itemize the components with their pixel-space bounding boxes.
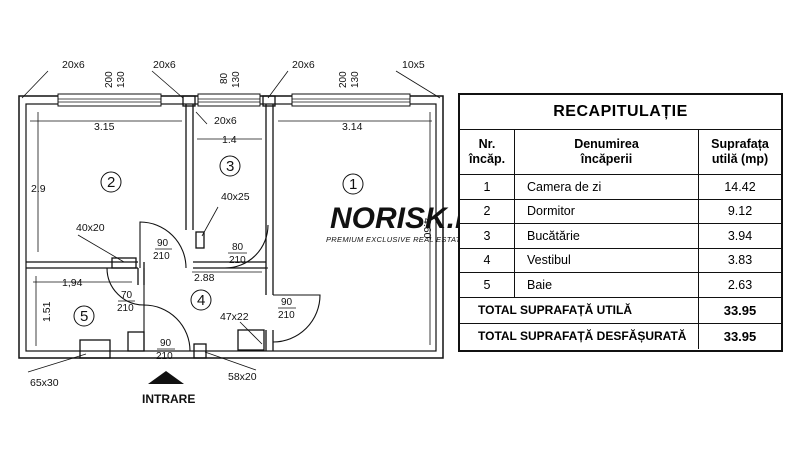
column-47x22-dim: 47x22 [220,311,249,323]
interior-walls [26,95,276,359]
room1-width-dim: 3.14 [342,121,363,133]
recap-title: RECAPITULAȚIE [460,95,781,130]
window-dim-label: 20x6 [153,59,176,71]
bath-width-dim: 1,94 [62,277,83,289]
svg-text:90: 90 [157,238,169,249]
svg-text:210: 210 [278,310,295,321]
door-label-room2: 90 210 [153,238,172,262]
window-dim-label: 20x6 [292,59,315,71]
column-58x20-dim: 58x20 [228,371,257,383]
table-row: 3 Bucătărie 3.94 [460,223,781,249]
room-3-marker: 3 [219,155,241,177]
row-area: 9.12 [698,199,781,224]
bath-height-dim: 1.51 [41,301,53,322]
room2-height-dim: 2.9 [31,183,46,195]
row-area: 3.83 [698,248,781,273]
window-openings [57,93,411,107]
table-row: 4 Vestibul 3.83 [460,248,781,273]
door-label-bath: 70 210 [117,290,135,314]
window-dim-label: 130 [231,71,242,88]
entrance-label: INTRARE [142,392,195,406]
svg-text:90: 90 [281,297,293,308]
window-dim-label: 200 [104,71,115,88]
row-name: Bucătărie [514,223,699,249]
table-row: 2 Dormitor 9.12 [460,199,781,224]
window-dim-label: 200 [338,71,349,88]
svg-text:1: 1 [349,176,357,193]
row-nr: 2 [460,199,515,224]
window-dim-label: 80 [219,72,230,84]
header-nr: Nr.încăp. [460,130,515,175]
row-area: 2.63 [698,272,781,298]
column-40x25-dim: 40x25 [221,191,250,203]
entrance-arrow-icon [148,371,184,384]
window-dim-label: 130 [116,71,127,88]
total-built-value: 33.95 [698,322,781,349]
row-nr: 3 [460,223,515,249]
watermark-tagline: PREMIUM EXCLUSIVE REAL ESTATE [326,235,467,244]
room3-width-dim: 1.4 [222,134,237,146]
room1-height-dim: 4.60 [421,218,433,239]
svg-text:210: 210 [229,255,246,266]
total-built-row: TOTAL SUPRAFAȚĂ DESFĂȘURATĂ 33.95 [460,322,781,349]
door-swings [106,221,321,352]
table-row: 5 Baie 2.63 [460,272,781,298]
svg-text:2: 2 [107,174,115,191]
svg-text:3: 3 [226,158,234,175]
svg-text:80: 80 [232,242,244,253]
row-area: 3.94 [698,223,781,249]
total-built-label: TOTAL SUPRAFAȚĂ DESFĂȘURATĂ [460,322,699,349]
room-2-marker: 2 [100,171,122,193]
window-dim-label: 130 [350,71,361,88]
dimension-lines [21,70,441,373]
row-nr: 1 [460,174,515,200]
door-label-entry: 90 210 [156,338,175,362]
svg-text:70: 70 [121,290,133,301]
total-useful-value: 33.95 [698,296,781,324]
svg-text:4: 4 [197,292,205,309]
row-name: Camera de zi [514,174,699,200]
column-65x30-dim: 65x30 [30,377,59,389]
svg-text:210: 210 [153,251,170,262]
hall-width-dim: 2.88 [194,272,215,284]
svg-text:90: 90 [160,338,172,349]
room2-width-dim: 3.15 [94,121,115,133]
row-name: Baie [514,272,699,298]
column-40x20-dim: 40x20 [76,222,105,234]
room-5-marker: 5 [73,305,95,327]
total-useful-row: TOTAL SUPRAFAȚĂ UTILĂ 33.95 [460,296,781,324]
row-area: 14.42 [698,174,781,200]
row-nr: 5 [460,272,515,298]
window-dim-label: 20x6 [62,59,85,71]
row-nr: 4 [460,248,515,273]
row-name: Dormitor [514,199,699,224]
svg-text:5: 5 [80,308,88,325]
window-dim-label: 10x5 [402,59,425,71]
door-label-kitchen: 80 210 [228,242,247,266]
svg-text:210: 210 [156,351,173,362]
door-label-room1: 90 210 [278,297,296,321]
svg-text:210: 210 [117,303,134,314]
total-useful-label: TOTAL SUPRAFAȚĂ UTILĂ [460,296,699,324]
room-4-marker: 4 [190,289,212,311]
room-1-marker: 1 [342,173,364,195]
row-name: Vestibul [514,248,699,273]
table-row: 1 Camera de zi 14.42 [460,174,781,200]
room3-column-dim: 20x6 [214,115,237,127]
